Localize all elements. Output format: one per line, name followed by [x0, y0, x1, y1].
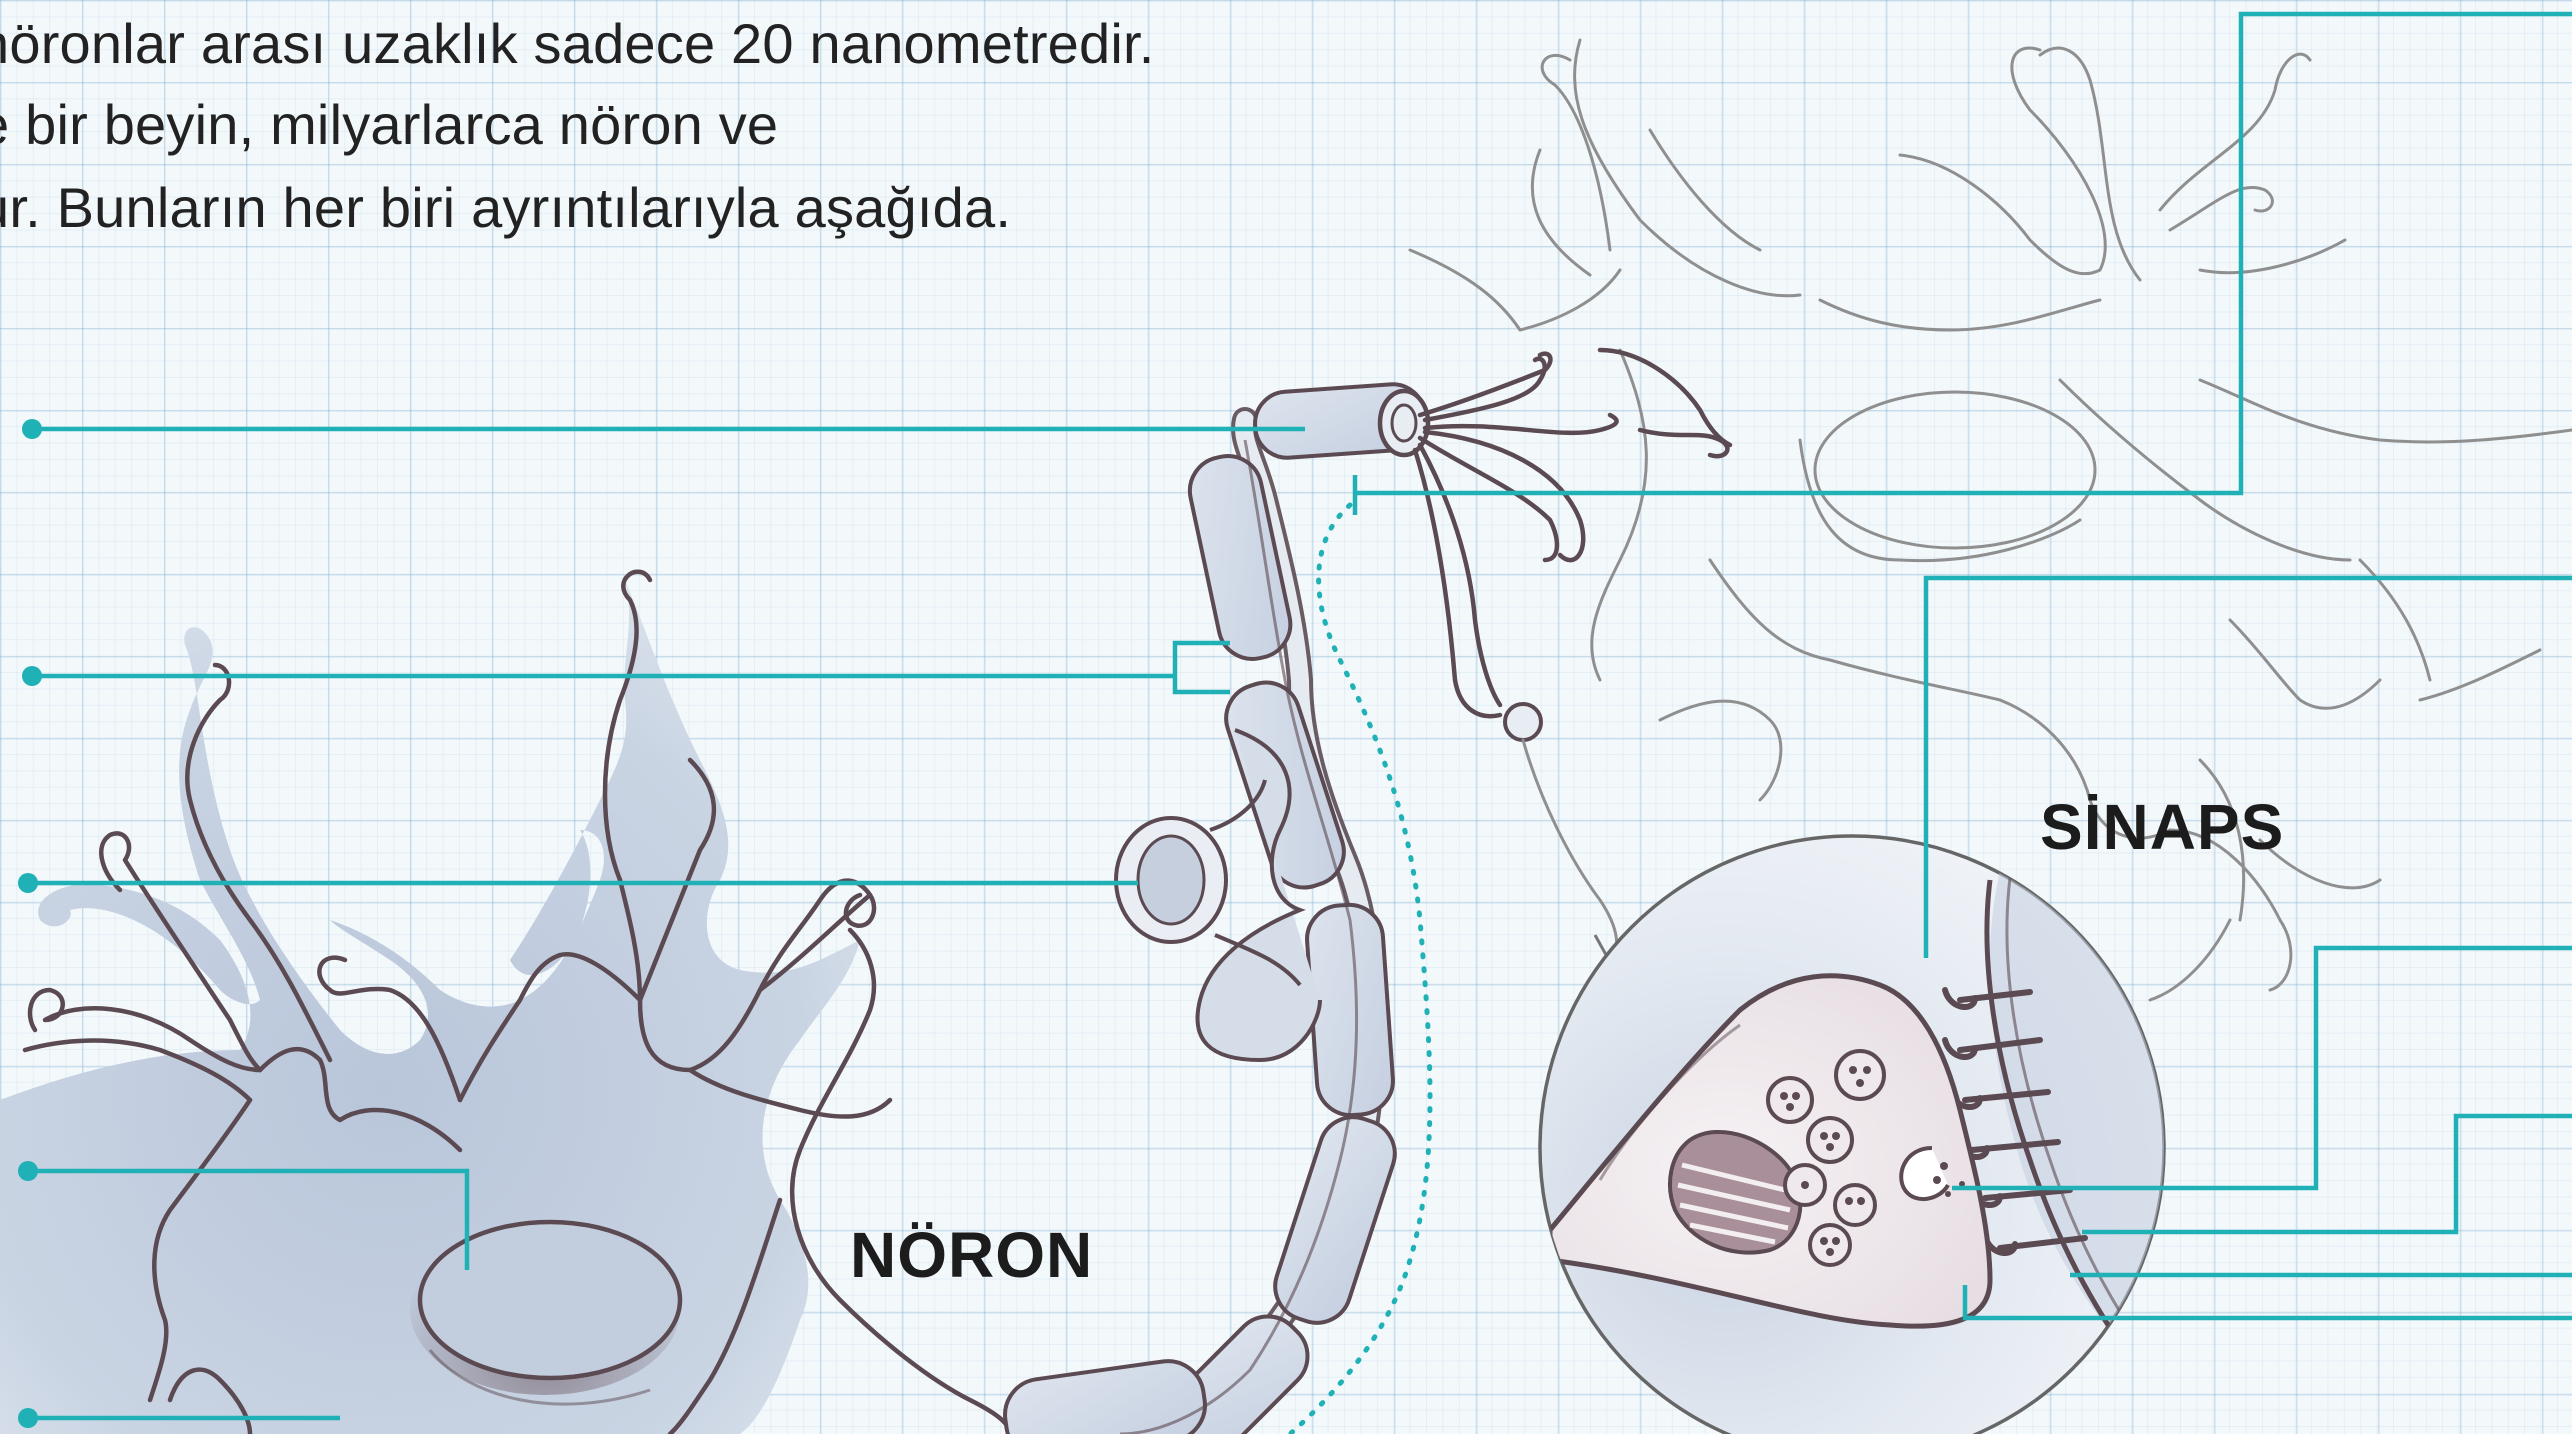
intro-text-line-1: nöronlar arası uzaklık sadece 20 nanomet… [0, 16, 1155, 72]
background-neuron-sketch [1410, 40, 2572, 1000]
myelin-segment-6 [1000, 1356, 1209, 1434]
intro-text-line-2: e bir beyin, milyarlarca nöron ve [0, 97, 778, 153]
leader-line-6 [1355, 14, 2572, 493]
neuron-cell-body [0, 570, 1010, 1434]
neuron-nucleus [420, 1222, 680, 1378]
neuron-title: NÖRON [850, 1218, 1093, 1292]
synapse-magnified-view [1540, 830, 2200, 1434]
synapse-title: SİNAPS [2040, 790, 2284, 864]
intro-text-line-3: ur. Bunların her biri ayrıntılarıyla aşa… [0, 180, 1011, 236]
myelin-segment-4 [1266, 1108, 1403, 1331]
axon-terminal-branches [1415, 350, 1730, 962]
